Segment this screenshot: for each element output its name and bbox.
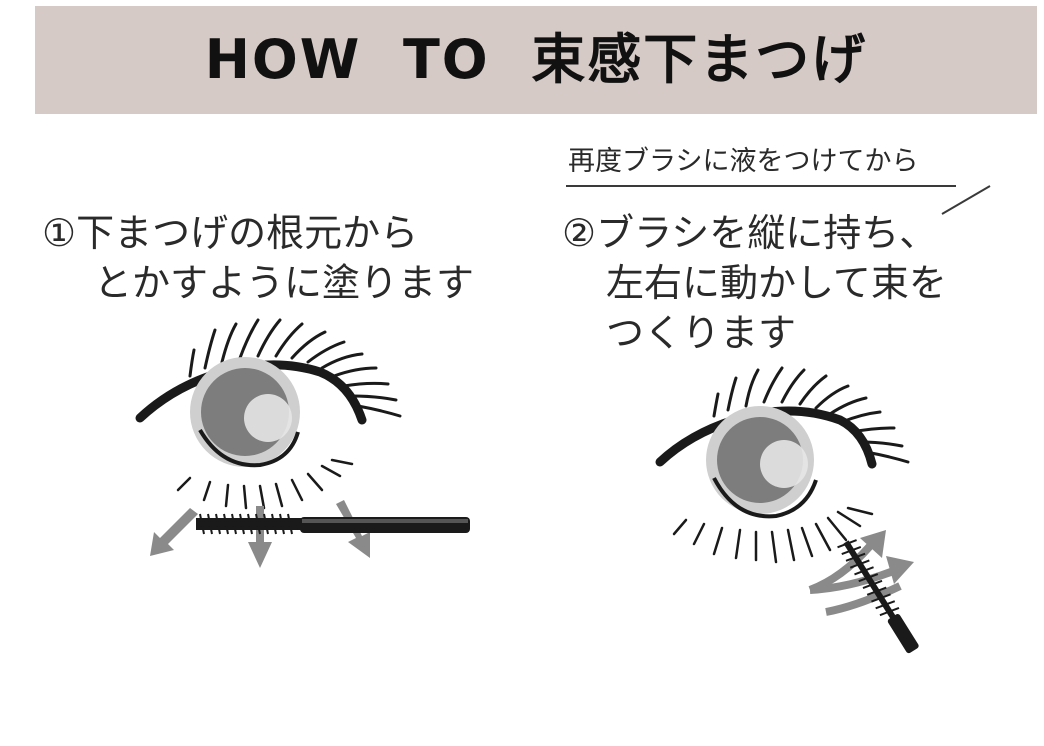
step-2-instruction: ②ブラシを縦に持ち、 左右に動かして束を つくります — [562, 208, 947, 358]
step-2-line-2: 左右に動かして束を — [562, 258, 947, 308]
eye-illustration-2-icon — [650, 360, 940, 660]
title-banner: HOW TO 束感下まつげ — [35, 6, 1037, 114]
note-pointer-line — [940, 180, 1000, 220]
step-1-line-2: とかすように塗ります — [42, 258, 474, 308]
page-title: HOW TO 束感下まつげ — [35, 6, 1037, 114]
step-2-line-3: つくります — [562, 308, 947, 358]
step-1-line-1: ①下まつげの根元から — [42, 208, 474, 258]
step-2-note: 再度ブラシに液をつけてから — [568, 144, 918, 180]
note-underline — [566, 185, 956, 187]
step-2-line-1: ②ブラシを縦に持ち、 — [562, 208, 947, 258]
eye-illustration-1-icon — [130, 310, 480, 570]
step-1-instruction: ①下まつげの根元から とかすように塗ります — [42, 208, 474, 308]
